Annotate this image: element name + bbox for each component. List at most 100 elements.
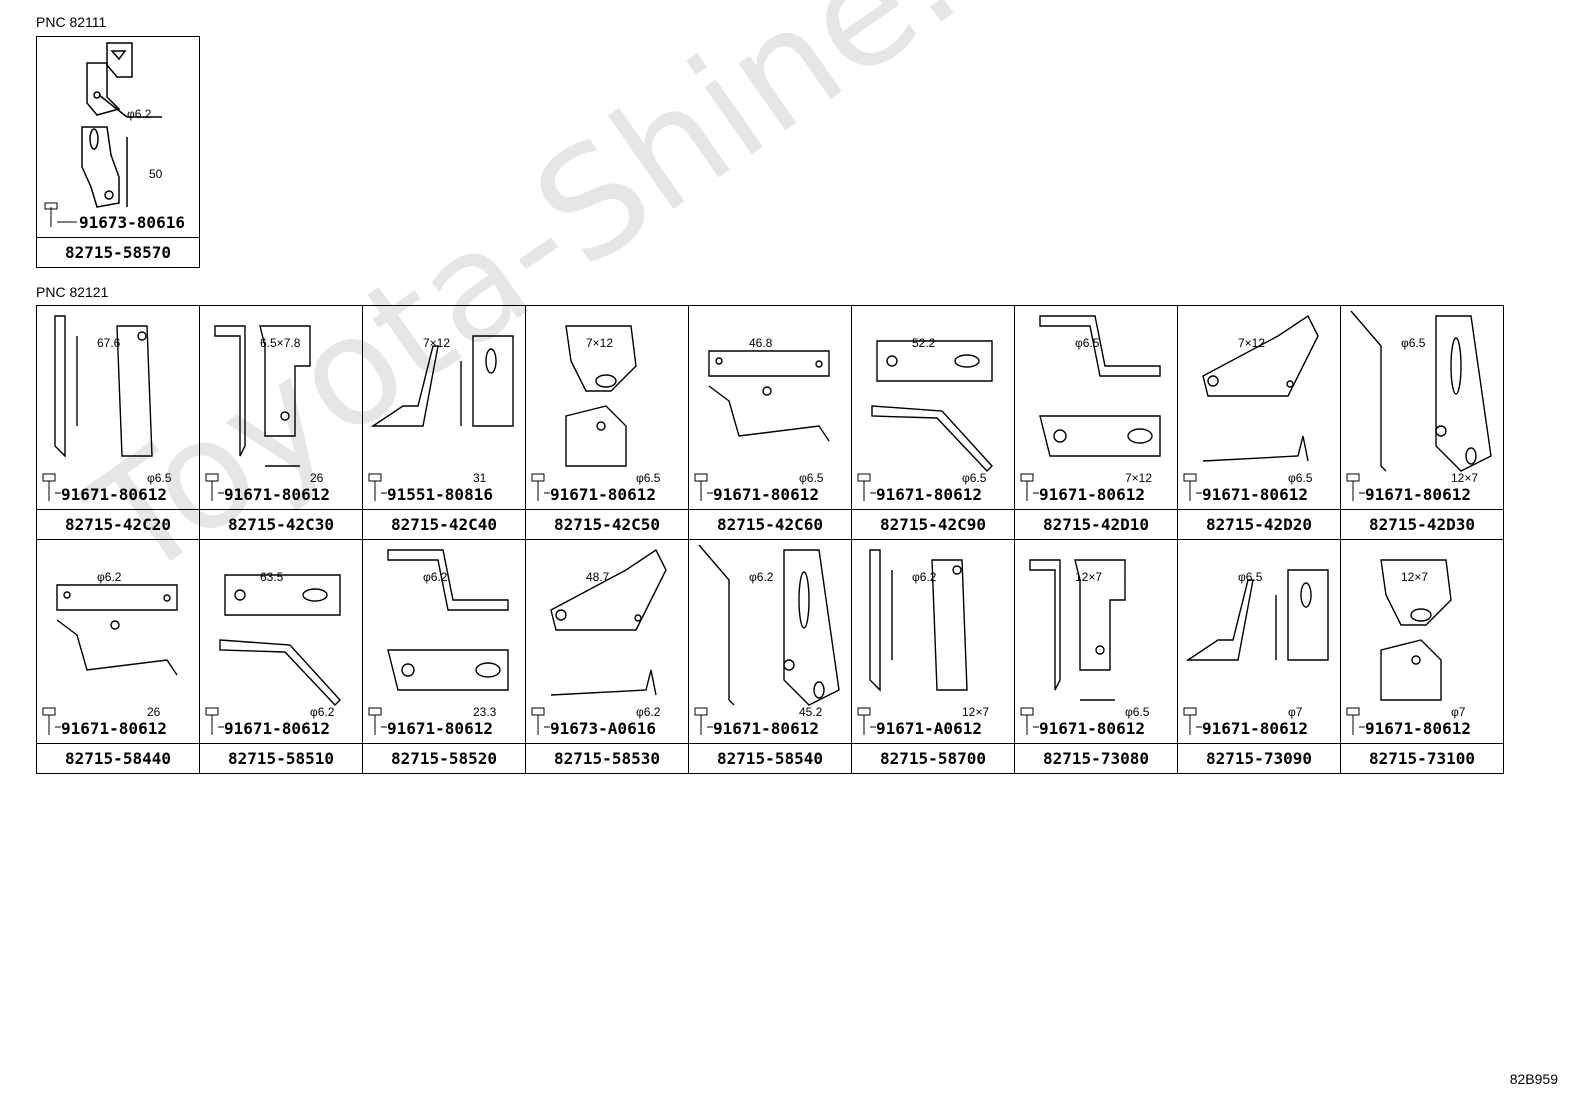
part-number: 82715-58520: [363, 743, 525, 773]
dimension-label: φ6.5: [1125, 705, 1150, 719]
part-number: 82715-42C30: [200, 509, 362, 539]
bolt-part-number: 91671-80612: [387, 718, 493, 738]
bolt-part-number: 91671-80612: [1039, 718, 1145, 738]
dimension-label: 7×12: [423, 336, 451, 350]
dimension-label: 7×12: [586, 336, 614, 350]
dimension-label: 26: [147, 705, 161, 719]
bolt-callout: 91551-80816: [387, 482, 493, 506]
dimension-label: φ6.5: [1238, 570, 1263, 584]
part-number: 82715-42D20: [1178, 509, 1340, 539]
dimension-label: φ6.2: [749, 570, 774, 584]
bolt-part-number: 91671-80612: [1039, 484, 1145, 504]
pnc-label-82121: PNC 82121: [36, 284, 109, 300]
bolt-callout: 91671-80612: [1039, 482, 1145, 506]
bolt-part-number: 91671-80612: [61, 718, 167, 738]
dimension-label: 48.7: [586, 570, 610, 584]
bolt-callout: 91671-80612: [61, 716, 167, 740]
bolt-callout: 91671-80612: [713, 716, 819, 740]
bolt-part-number: 91671-80612: [713, 718, 819, 738]
pnc-82111-table: φ6.2 50 91673-80616 82715-58570: [36, 36, 200, 268]
dimension-label: 26: [310, 471, 324, 485]
dimension-label: 31: [473, 471, 487, 485]
dimension-label: 63.5: [260, 570, 284, 584]
dimension-label: φ6.2: [423, 570, 448, 584]
bolt-callout: 91671-80612: [61, 482, 167, 506]
part-number: 82715-58570: [37, 237, 199, 267]
dimension-label: φ6.2: [636, 705, 661, 719]
dimension-label: φ6.5: [1288, 471, 1313, 485]
dimension-label: φ6.2: [310, 705, 335, 719]
dimension-label: 7×12: [1238, 336, 1266, 350]
part-number: 82715-58440: [37, 743, 199, 773]
part-number: 82715-42C40: [363, 509, 525, 539]
dimension-label: φ6.2: [912, 570, 937, 584]
dimension-label: φ6.5: [962, 471, 987, 485]
part-number: 82715-58530: [526, 743, 688, 773]
dimension-label: 50: [149, 167, 163, 181]
bracket-drawing: φ6.2 50 91673-80616: [37, 37, 199, 237]
dimension-label: 52.2: [912, 336, 936, 350]
part-number: 82715-42D30: [1341, 509, 1503, 539]
dimension-label: 46.8: [749, 336, 773, 350]
part-number: 82715-73090: [1178, 743, 1340, 773]
part-number: 82715-42C90: [852, 509, 1014, 539]
dimension-label: φ6.5: [147, 471, 172, 485]
dimension-label: 7×12: [1125, 471, 1153, 485]
dimension-label: φ6.5: [799, 471, 824, 485]
bolt-part-number: 91671-80612: [61, 484, 167, 504]
dimension-label: φ7: [1451, 705, 1466, 719]
bolt-part-number: 91671-80612: [713, 484, 819, 504]
bolt-part-number: 91671-80612: [1202, 484, 1308, 504]
dimension-label: φ6.5: [636, 471, 661, 485]
bolt-part-number: 91671-80612: [224, 718, 330, 738]
part-number: 82715-73080: [1015, 743, 1177, 773]
bolt-callout: 91671-80612: [550, 482, 656, 506]
dimension-label: φ6.2: [97, 570, 122, 584]
part-number: 82715-42C50: [526, 509, 688, 539]
bolt-callout: 91671-80612: [387, 716, 493, 740]
dimension-label: φ7: [1288, 705, 1303, 719]
bolt-part-number: 91671-80612: [876, 484, 982, 504]
dimension-label: φ6.5: [1075, 336, 1100, 350]
bolt-callout: 91673-80616: [79, 210, 185, 234]
bolt-callout: 91673-A0616: [550, 716, 656, 740]
bolt-part-number: 91551-80816: [387, 484, 493, 504]
dimension-label: 67.6: [97, 336, 121, 350]
bolt-part-number: 91671-80612: [550, 484, 656, 504]
part-cell[interactable]: φ6.2 50 91673-80616 82715-58570: [36, 36, 200, 268]
bolt-part-number: 91671-80612: [224, 484, 330, 504]
dimension-label: φ6.2: [127, 107, 152, 121]
bolt-callout: 91671-80612: [1365, 482, 1471, 506]
bolt-part-number: 91671-80612: [1202, 718, 1308, 738]
